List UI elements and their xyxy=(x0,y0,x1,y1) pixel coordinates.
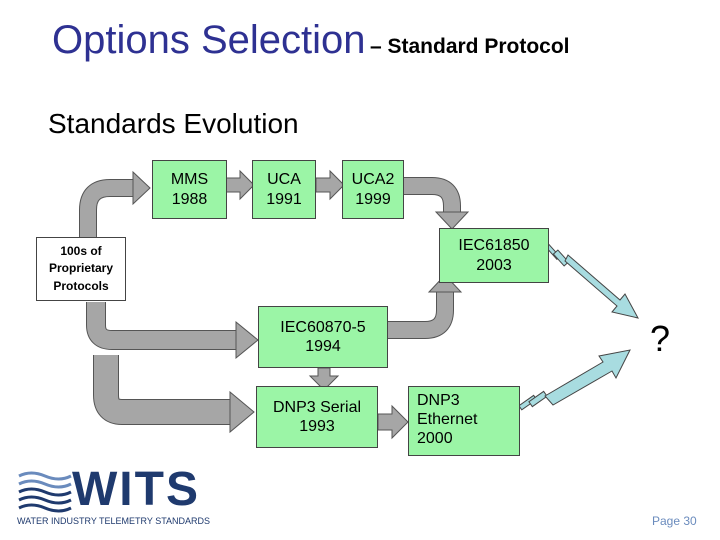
page-number: Page 30 xyxy=(652,514,697,528)
node-uca: UCA 1991 xyxy=(252,160,316,219)
brand-name: WITS xyxy=(72,463,200,516)
arrow-proprietary-to-iec60870 xyxy=(86,302,259,360)
node-uca2: UCA2 1999 xyxy=(342,160,404,219)
slide-title: Options Selection – Standard Protocol xyxy=(52,18,570,63)
arrow-uca2-to-iec61850 xyxy=(404,177,470,230)
section-heading: Standards Evolution xyxy=(48,108,299,139)
node-iec61850: IEC61850 2003 xyxy=(439,228,549,283)
node-mms: MMS 1988 xyxy=(152,160,227,219)
node-dnp3-serial: DNP3 Serial 1993 xyxy=(256,386,378,448)
node-dnp3-ethernet: DNP3 Ethernet 2000 xyxy=(408,386,520,456)
arrow-iec60870-to-dnp3-serial xyxy=(308,367,340,391)
title-sub: – Standard Protocol xyxy=(369,35,570,58)
node-unknown: ? xyxy=(650,318,671,359)
title-main: Options Selection xyxy=(52,18,366,62)
arrow-dnp3-ethernet-to-unknown xyxy=(518,349,631,411)
arrow-uca-to-uca2 xyxy=(315,169,345,201)
arrow-iec61850-to-unknown xyxy=(545,244,639,319)
arrow-proprietary-to-dnp3-serial xyxy=(93,355,255,434)
brand-tagline: WATER INDUSTRY TELEMETRY STANDARDS xyxy=(17,516,211,526)
wits-logo-waves-icon xyxy=(18,471,72,513)
arrow-iec60870-to-iec61850 xyxy=(388,274,463,339)
arrow-dnp3-serial-to-ethernet xyxy=(377,404,409,440)
arrow-mms-to-uca xyxy=(225,169,255,201)
node-proprietary: 100s of Proprietary Protocols xyxy=(36,237,126,301)
arrow-proprietary-to-mms xyxy=(79,170,151,238)
node-iec60870: IEC60870-5 1994 xyxy=(258,306,388,368)
